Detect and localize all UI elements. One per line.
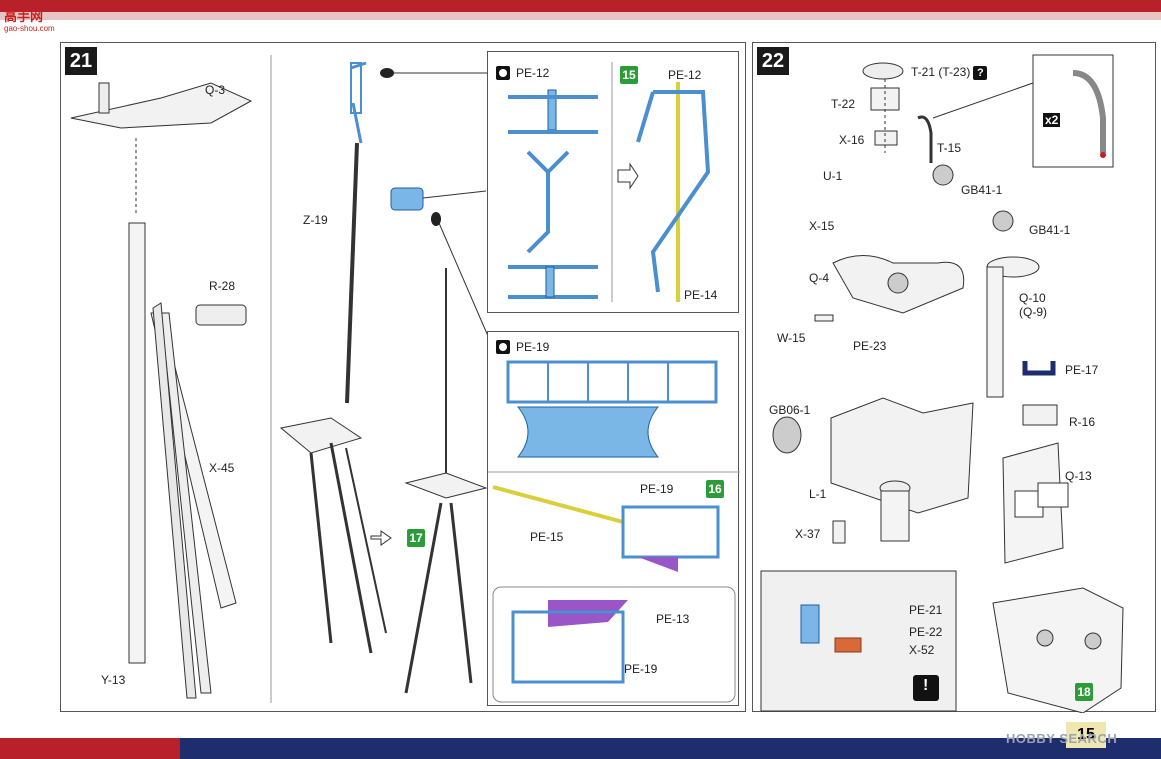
inset-label-pe21: PE-21 (909, 603, 943, 617)
substep-18-badge: 18 (1075, 683, 1093, 701)
inset-label-pe22: PE-22 (909, 625, 943, 639)
part-label-r16: R-16 (1069, 415, 1096, 429)
step-22-panel: 22 (752, 42, 1156, 713)
step-number: 22 (757, 47, 789, 75)
alert-icon: ! (923, 677, 929, 694)
part-label-l1: L-1 (809, 487, 827, 501)
part-label-gb41-a: GB41-1 (961, 183, 1003, 197)
part-label-q10: Q-10 (1019, 291, 1046, 305)
part-label-q9: (Q-9) (1019, 305, 1047, 319)
part-label-q13: Q-13 (1065, 469, 1092, 483)
part-label-u1: U-1 (823, 169, 843, 183)
part-label-z19: Z-19 (303, 213, 328, 227)
pe12-subpanel: PE-12 15 PE-12 PE-14 (487, 51, 739, 313)
part-label-pe19-bottom: PE-19 (624, 662, 658, 676)
part-label-q4: Q-4 (809, 271, 830, 285)
inset-label-x52: X-52 (909, 643, 935, 657)
bottom-band (0, 738, 1161, 759)
pe19-subpanel: PE-19 PE-19 16 PE-15 PE-13 PE-19 (487, 331, 740, 706)
part-label-t21: T-21 (T-23)? (911, 65, 988, 80)
part-label-pe12: PE-12 (668, 68, 702, 82)
photo-etch-icon (496, 65, 510, 80)
quantity-x2: x2 (1043, 113, 1061, 127)
part-label-t22: T-22 (831, 97, 856, 111)
step-21-panel: 21 (60, 42, 746, 712)
pe12-drawing (508, 62, 711, 302)
part-label-r28: R-28 (209, 279, 236, 293)
substep-17-badge: 17 (407, 529, 425, 547)
page-number: 15 (1066, 722, 1106, 748)
hobby-search-watermark: HOBBY SEARCH (1006, 731, 1118, 746)
substep-16-badge: 16 (706, 480, 724, 498)
part-label-pe13: PE-13 (656, 612, 690, 626)
part-label-x16: X-16 (839, 133, 865, 147)
part-label-x45: X-45 (209, 461, 235, 475)
question-icon: ? (973, 66, 988, 80)
pe12-header: PE-12 (496, 65, 549, 81)
instruction-sheet: 21 (50, 40, 1158, 720)
part-label-gb41-b: GB41-1 (1029, 223, 1071, 237)
pe19-drawing (488, 360, 740, 703)
site-watermark-url: gao-shou.com (4, 24, 55, 33)
part-label-x15: X-15 (809, 219, 835, 233)
photo-etch-icon (496, 339, 510, 354)
site-watermark-logo: 高手网 (4, 9, 44, 24)
part-label-pe17: PE-17 (1065, 363, 1099, 377)
step-22-drawing (760, 54, 1124, 713)
part-label-x37: X-37 (795, 527, 821, 541)
part-label-pe14: PE-14 (684, 288, 718, 302)
part-label-gb06: GB06-1 (769, 403, 811, 417)
part-label-pe19-right: PE-19 (640, 482, 674, 496)
step-number: 21 (65, 47, 97, 75)
part-label-t15: T-15 (937, 141, 962, 155)
pe19-header: PE-19 (496, 339, 549, 355)
substep-15-badge: 15 (620, 66, 638, 84)
part-label-pe23: PE-23 (853, 339, 887, 353)
part-label-y13: Y-13 (101, 673, 126, 687)
part-label-w15: W-15 (777, 331, 806, 345)
step-21-drawing (70, 55, 492, 703)
bottom-band-red (0, 738, 180, 759)
part-label-q3: Q-3 (205, 83, 226, 97)
top-band (0, 0, 1161, 20)
part-label-pe15: PE-15 (530, 530, 564, 544)
